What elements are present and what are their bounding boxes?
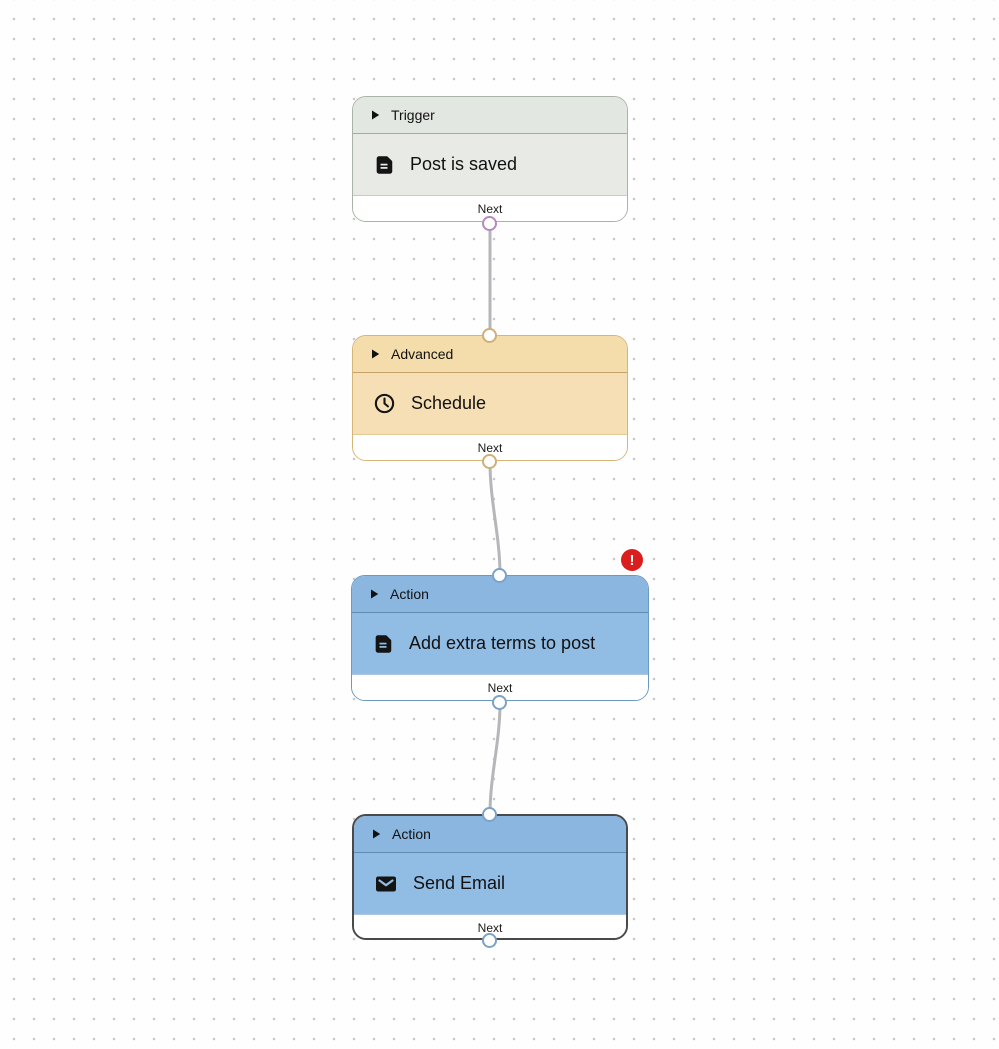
node-footer: Next [353, 195, 627, 221]
node-header[interactable]: Action [354, 816, 626, 853]
edge-action-to-sendemail[interactable] [488, 701, 502, 816]
port-advanced-input[interactable] [482, 328, 497, 343]
node-header[interactable]: Trigger [353, 97, 627, 134]
node-type-label: Trigger [391, 107, 435, 123]
clock-icon [373, 392, 396, 415]
node-title: Add extra terms to post [409, 633, 596, 653]
node-advanced[interactable]: Advanced Schedule Next [352, 335, 628, 461]
node-footer: Next [353, 434, 627, 460]
caret-right-icon[interactable] [370, 589, 379, 599]
document-icon [372, 633, 394, 655]
port-action-add-extra-terms-input[interactable] [492, 568, 507, 583]
node-body[interactable]: Add extra terms to post [352, 613, 648, 674]
node-title: Post is saved [410, 154, 518, 174]
node-header[interactable]: Advanced [353, 336, 627, 373]
node-title: Schedule [411, 393, 487, 413]
node-action-add-extra-terms[interactable]: Action Add extra terms to post Next [351, 575, 649, 701]
node-title: Send Email [413, 873, 506, 893]
port-action-send-email-next-output[interactable] [482, 933, 497, 948]
node-body[interactable]: Post is saved [353, 134, 627, 195]
error-exclamation-icon: ! [629, 551, 635, 569]
node-type-label: Action [392, 826, 431, 842]
caret-right-icon[interactable] [372, 829, 381, 839]
node-type-label: Action [390, 586, 429, 602]
node-body[interactable]: Send Email [354, 853, 626, 914]
caret-right-icon[interactable] [371, 349, 380, 359]
document-icon [373, 154, 395, 176]
next-label: Next [477, 440, 503, 455]
port-action-send-email-input[interactable] [482, 807, 497, 822]
node-body[interactable]: Schedule [353, 373, 627, 434]
next-label: Next [477, 201, 503, 216]
caret-right-icon[interactable] [371, 110, 380, 120]
node-action-send-email[interactable]: Action Send Email Next [352, 814, 628, 940]
port-advanced-next-output[interactable] [482, 454, 497, 469]
error-badge[interactable]: ! [621, 549, 643, 571]
next-label: Next [477, 920, 503, 935]
next-label: Next [487, 680, 513, 695]
edge-advanced-to-action[interactable] [488, 460, 502, 577]
envelope-icon [374, 872, 398, 896]
port-action-add-extra-terms-next-output[interactable] [492, 695, 507, 710]
node-trigger[interactable]: Trigger Post is saved Next [352, 96, 628, 222]
port-trigger-next-output[interactable] [482, 216, 497, 231]
node-type-label: Advanced [391, 346, 454, 362]
